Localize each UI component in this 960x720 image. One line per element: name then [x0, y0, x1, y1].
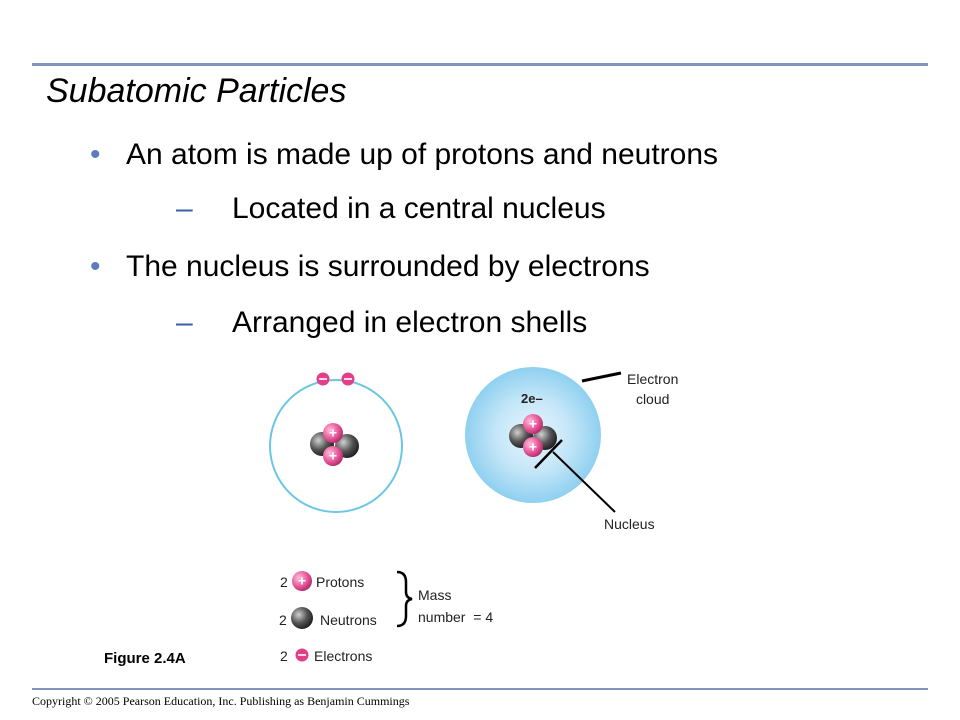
- mass-number-label: Mass number = 4: [418, 587, 494, 625]
- sub-bullet-1: – Located in a central nucleus: [176, 192, 606, 226]
- bullet-2: • The nucleus is surrounded by electrons: [90, 250, 650, 284]
- top-rule: [32, 63, 928, 66]
- nucleus-bracket: [534, 439, 563, 469]
- sub-bullet-2-text: Arranged in electron shells: [232, 306, 588, 339]
- proton-count: 2: [280, 574, 288, 590]
- proton-2: +: [323, 446, 343, 466]
- figure-label: Figure 2.4A: [104, 650, 186, 667]
- cloud-electron-count: 2e–: [521, 391, 543, 406]
- mass-brace: [396, 570, 413, 628]
- electron-label: Electrons: [314, 648, 373, 664]
- proton-label: Protons: [316, 574, 365, 590]
- copyright-text: Copyright © 2005 Pearson Education, Inc.…: [32, 694, 410, 708]
- neutron-label: Neutrons: [320, 612, 377, 628]
- proton-1: +: [523, 414, 543, 434]
- bullet-1: • An atom is made up of protons and neut…: [90, 138, 718, 172]
- bottom-rule: [32, 688, 928, 690]
- svg-text:+: +: [329, 448, 337, 464]
- electron-count: 2: [280, 648, 288, 664]
- slide-title: Subatomic Particles: [46, 72, 347, 110]
- cloud-atom-model: + +: [465, 367, 622, 513]
- bullet-marker: •: [90, 138, 101, 171]
- electron-cloud-label: Electron cloud: [627, 371, 679, 407]
- electron-2: [341, 372, 355, 386]
- neutron-legend-icon: [291, 607, 313, 629]
- proton-legend-icon: +: [292, 571, 312, 591]
- proton-1: +: [323, 423, 343, 443]
- sub-bullet-2: – Arranged in electron shells: [176, 306, 587, 340]
- electron-legend-icon: [295, 648, 309, 662]
- dash-marker: –: [176, 306, 193, 339]
- proton-2: +: [523, 437, 543, 457]
- bullet-1-text: An atom is made up of protons and neutro…: [126, 138, 719, 171]
- electron-cloud: [465, 367, 601, 503]
- legend-symbols: +: [291, 570, 413, 662]
- orbit-atom-model: + +: [269, 372, 403, 513]
- neutron-count: 2: [279, 612, 287, 628]
- svg-text:+: +: [529, 416, 537, 432]
- electron-orbit: [269, 379, 403, 513]
- electron-cloud-pointer: [581, 371, 622, 383]
- nucleus-pointer: [552, 451, 616, 513]
- sub-bullet-1-text: Located in a central nucleus: [232, 192, 606, 225]
- svg-text:+: +: [298, 573, 306, 589]
- dash-marker: –: [176, 192, 193, 225]
- svg-text:+: +: [329, 425, 337, 441]
- bullet-2-text: The nucleus is surrounded by electrons: [126, 250, 650, 283]
- electron-1: [316, 372, 330, 386]
- svg-text:+: +: [529, 439, 537, 455]
- bullet-marker: •: [90, 250, 101, 283]
- nucleus-label: Nucleus: [604, 516, 655, 532]
